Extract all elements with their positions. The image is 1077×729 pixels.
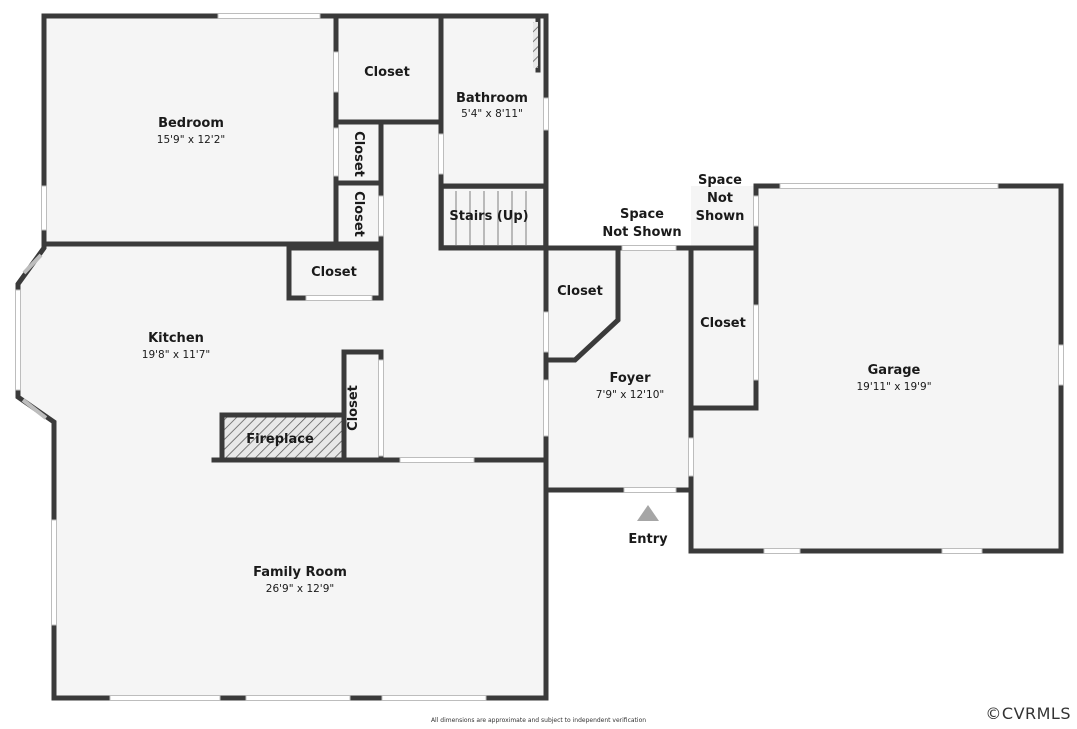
family-room-name: Family Room bbox=[253, 565, 347, 580]
garage-dimensions: 19'11" x 19'9" bbox=[856, 381, 931, 393]
bedroom-name: Bedroom bbox=[158, 116, 224, 131]
closet-vertical-1-name: Closet bbox=[351, 131, 366, 177]
entry-arrow-icon bbox=[637, 505, 659, 521]
bay-windows bbox=[21, 253, 48, 420]
bathroom-name: Bathroom bbox=[456, 91, 528, 106]
garage-name: Garage bbox=[868, 363, 921, 378]
windows bbox=[15, 13, 1064, 701]
brand-watermark: ©CVRMLS bbox=[985, 704, 1071, 723]
closet-vertical-3-name: Closet bbox=[346, 385, 361, 431]
bedroom-dimensions: 15'9" x 12'2" bbox=[157, 134, 225, 146]
kitchen-dimensions: 19'8" x 11'7" bbox=[142, 349, 210, 361]
entry-label: Entry bbox=[628, 532, 668, 547]
bathroom-fixture bbox=[533, 22, 538, 68]
closet-kitchen-name: Closet bbox=[311, 265, 357, 280]
foyer-name: Foyer bbox=[610, 371, 652, 386]
space-not-shown-2-line3: Shown bbox=[696, 209, 745, 224]
fireplace-name: Fireplace bbox=[246, 432, 314, 447]
closet-vertical-2-name: Closet bbox=[351, 191, 366, 237]
space-not-shown-1-line2: Not Shown bbox=[602, 225, 681, 240]
foyer-dimensions: 7'9" x 12'10" bbox=[596, 389, 664, 401]
stairs-treads bbox=[455, 191, 527, 245]
closet-garage-name: Closet bbox=[700, 316, 746, 331]
labels: Bedroom 15'9" x 12'2" Closet Bathroom 5'… bbox=[142, 65, 932, 595]
bathroom-dimensions: 5'4" x 8'11" bbox=[461, 108, 523, 120]
stairs-box bbox=[442, 187, 545, 247]
stairs-name: Stairs (Up) bbox=[449, 209, 528, 224]
space-not-shown-2-line1: Space bbox=[698, 173, 742, 188]
disclaimer-text: All dimensions are approximate and subje… bbox=[430, 717, 647, 724]
closet-top-name: Closet bbox=[364, 65, 410, 80]
floor-fill bbox=[18, 16, 1061, 698]
space-not-shown-1-line1: Space bbox=[620, 207, 664, 222]
closet-foyer-name: Closet bbox=[557, 284, 603, 299]
kitchen-name: Kitchen bbox=[148, 331, 204, 346]
fireplace-hearth bbox=[224, 417, 342, 458]
family-room-dimensions: 26'9" x 12'9" bbox=[266, 583, 334, 595]
space-not-shown-2-line2: Not bbox=[707, 191, 733, 206]
